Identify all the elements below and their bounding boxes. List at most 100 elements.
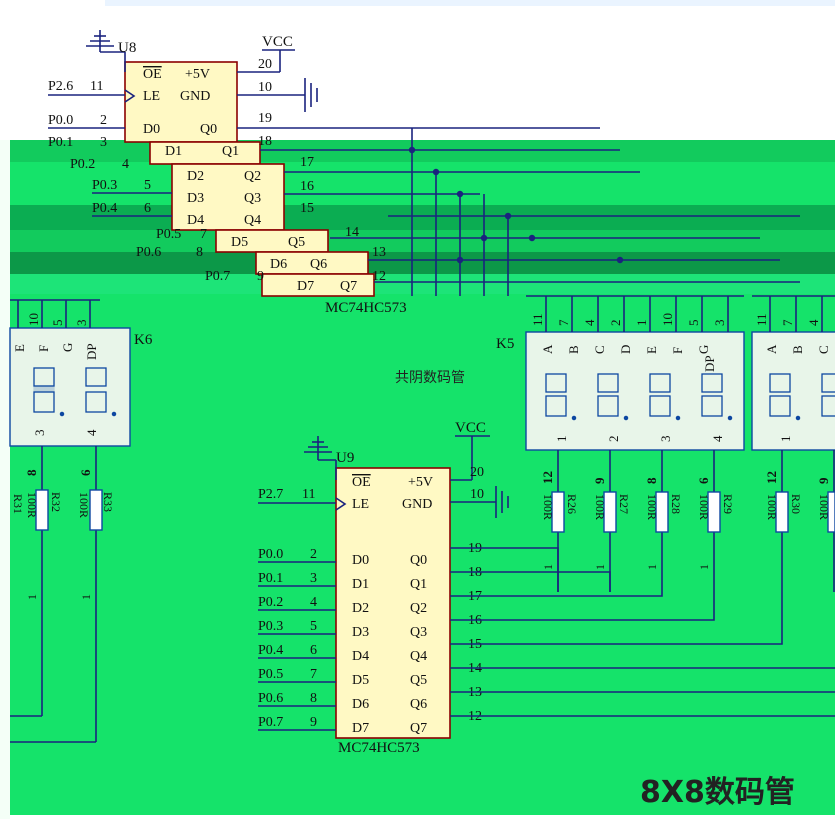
u8-pin12: 12 [372,269,386,284]
k5-res-pin-1d: 1 [697,564,711,570]
k5-seg-d: D [618,345,633,354]
k5-seg-f: F [670,347,685,354]
kr-r30-ref: R30 [789,494,803,514]
k5-ref: K5 [496,336,514,352]
k6-seg-f: F [36,345,51,352]
k6-seg-g: G [60,343,75,352]
u9-q6: Q6 [410,697,427,712]
u9-net-P04: P0.4 [258,643,283,658]
kr-seg-a: A [764,344,779,354]
k5-r28-ref: R28 [669,494,683,514]
u8-pin13: 13 [372,245,386,260]
u8-q4: Q4 [244,213,261,228]
u8-vcc-label: VCC [262,34,293,50]
u8-part: MC74HC573 [325,300,407,316]
k5-r26-ref: R26 [565,494,579,514]
u9-pin-8: 8 [310,691,317,706]
u8-d3: D3 [187,191,204,206]
u9-net-P00: P0.0 [258,547,283,562]
k6-digit-num-4: 4 [84,429,99,436]
u9-pin-5: 5 [310,619,317,634]
k5-digit-num-3: 3 [658,436,673,443]
u9-pin-7: 7 [310,667,317,682]
u8-q1: Q1 [222,144,239,159]
u8-q2: Q2 [244,169,261,184]
u8-d1: D1 [165,144,182,159]
u9-pin-3: 3 [310,571,317,586]
u8-pin18: 18 [258,134,272,149]
kr-pin-4: 4 [806,319,821,326]
u8-q5: Q5 [288,235,305,250]
kr-digit-num-1: 1 [778,436,793,443]
u9-ref: U9 [336,450,354,466]
u9-pin-9: 9 [310,715,317,730]
u8-pin11: 11 [90,79,103,94]
u9-net-P03: P0.3 [258,619,283,634]
u8-q7: Q7 [340,279,357,294]
background-top-glare [105,0,835,6]
kr-r31-value: 100R [817,494,831,520]
u9-d6: D6 [352,697,369,712]
k5-pin-1: 1 [634,320,649,327]
u9-net-P05: P0.5 [258,667,283,682]
u9-q7: Q7 [410,721,427,736]
k6-ref: K6 [134,332,153,348]
k6-digit-4 [85,367,117,417]
u8-q0: Q0 [200,122,217,137]
u9-q3: Q3 [410,625,427,640]
u8-pin2: 2 [100,113,107,128]
u9-pin10: 10 [470,487,484,502]
u9-net-p27: P2.7 [258,487,283,502]
k6-top-pin-5: 5 [50,320,65,327]
k5-display: K5 共阴数码管 11 7 4 2 1 10 5 3 A B C D E F G… [395,295,745,592]
u8-le: LE [143,89,160,104]
k5-digit-4 [701,373,733,421]
u8-p02: P0.2 [70,157,95,172]
k5-seg-dp: DP [702,355,717,372]
u8-pin9: 9 [257,269,264,284]
u8-bus-wires [260,127,800,296]
k5-res-pin-1b: 1 [593,564,607,570]
k5-pin-5: 5 [686,320,701,327]
u9-net-P06: P0.6 [258,691,283,706]
u8-ref: U8 [118,40,136,56]
k5-pin-2: 2 [608,320,623,327]
k5-seg-g: G [696,345,711,354]
u9-pin-2: 2 [310,547,317,562]
u8-q6: Q6 [310,257,327,272]
k5-seg-b: B [566,345,581,354]
k6-top-pin-3: 3 [74,320,89,327]
u8-d6: D6 [270,257,287,272]
u8-d5: D5 [231,235,248,250]
k5-seg-a: A [540,344,555,354]
k5-pin-4: 4 [582,319,597,326]
k5-digit-num-4: 4 [710,435,725,442]
k5-common-6: 6 [696,477,711,484]
u9-q2: Q2 [410,601,427,616]
u8-q3: Q3 [244,191,261,206]
main-title: 8X8数码管 [640,775,795,810]
u8-pin4: 4 [122,157,129,172]
k6-r32-value: 100R [25,492,39,518]
u8-latch: U8 VCC OE LE P2.6 11 P0.0 2 D0 P0.1 3 D1… [48,30,480,316]
k5-common-12: 12 [540,471,555,484]
u8-d4: D4 [187,213,204,228]
k5-pin-10: 10 [660,313,675,326]
k6-r33-value: 100R [77,492,91,518]
kr-pin-7: 7 [780,319,795,326]
u9-d7: D7 [352,721,369,736]
k5-digit-num-1: 1 [554,436,569,443]
u9-output-wires [450,547,835,717]
u8-pin17: 17 [300,155,314,170]
u9-d0: D0 [352,553,369,568]
band-dark-3 [0,252,835,274]
u8-d0: D0 [143,122,160,137]
k5-pin-7: 7 [556,319,571,326]
k6-common-8: 8 [24,469,39,476]
k5-digit-3 [649,373,681,421]
u9-vcc-label: VCC [455,420,486,436]
u8-p03: P0.3 [92,178,117,193]
u9-d1: D1 [352,577,369,592]
k5-pin-11: 11 [530,313,545,326]
u9-le: LE [352,497,369,512]
